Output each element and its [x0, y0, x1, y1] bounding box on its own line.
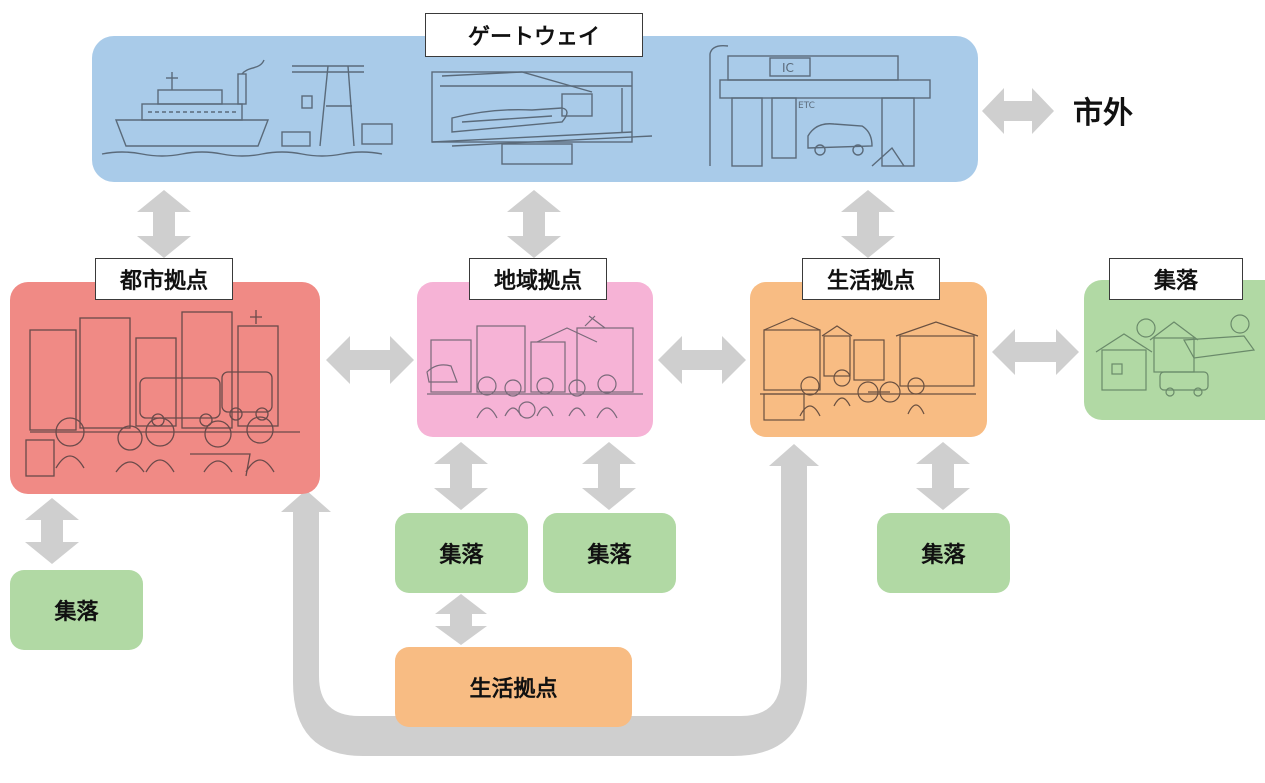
settlement-regional-1-box	[395, 513, 528, 593]
gateway-outside-arrow	[982, 88, 1054, 134]
ship-icon	[101, 59, 383, 157]
living-hub-box	[750, 282, 987, 437]
gateway-label: ゲートウェイ	[425, 13, 643, 57]
settlement-right-label: 集落	[1109, 258, 1243, 300]
train-station-icon	[431, 71, 653, 165]
regional-settlement1-arrow	[434, 442, 488, 510]
urban-hub-label: 都市拠点	[95, 258, 233, 300]
crane-icon	[281, 65, 393, 147]
urban-hub-illustration	[25, 310, 300, 477]
urban-regional-arrow	[326, 336, 414, 384]
living-hub-bottom-label: 生活拠点	[469, 677, 558, 702]
living-hub-label: 生活拠点	[802, 258, 940, 300]
urban-settlement-arrow	[25, 498, 79, 564]
settlement-living-label: 集落	[921, 543, 966, 568]
gateway-urban-arrow	[137, 190, 191, 258]
living-hub-bottom-box	[395, 647, 632, 727]
living-hub-illustration	[760, 317, 979, 421]
settlement-living-box	[877, 513, 1010, 593]
regional-hub-illustration	[426, 315, 643, 419]
gateway-box	[92, 36, 978, 182]
u-connector-arrow	[281, 444, 819, 756]
gateway-regional-arrow	[507, 190, 561, 258]
outside-city-label: 市外	[1073, 96, 1133, 131]
settlement-living-bottom-arrow	[435, 594, 487, 645]
settlement-urban-label: 集落	[54, 600, 99, 625]
living-settlement-arrow	[992, 329, 1079, 375]
regional-hub-label: 地域拠点	[469, 258, 607, 300]
settlement-right-illustration	[1095, 314, 1256, 397]
svg-text:IC: IC	[782, 61, 794, 75]
living-settlement2-arrow	[916, 442, 970, 510]
settlement-regional-2-box	[543, 513, 676, 593]
interchange-gate-icon: IC ETC	[709, 44, 931, 167]
gateway-illustration: IC ETC	[101, 44, 931, 167]
gateway-living-arrow	[841, 190, 895, 258]
regional-settlement2-arrow	[582, 442, 636, 510]
urban-hub-box	[10, 282, 320, 494]
regional-living-arrow	[658, 336, 746, 384]
settlement-regional-1-label: 集落	[439, 543, 484, 568]
svg-text:ETC: ETC	[798, 101, 815, 111]
settlement-urban-box	[10, 570, 143, 650]
settlement-regional-2-label: 集落	[587, 543, 632, 568]
